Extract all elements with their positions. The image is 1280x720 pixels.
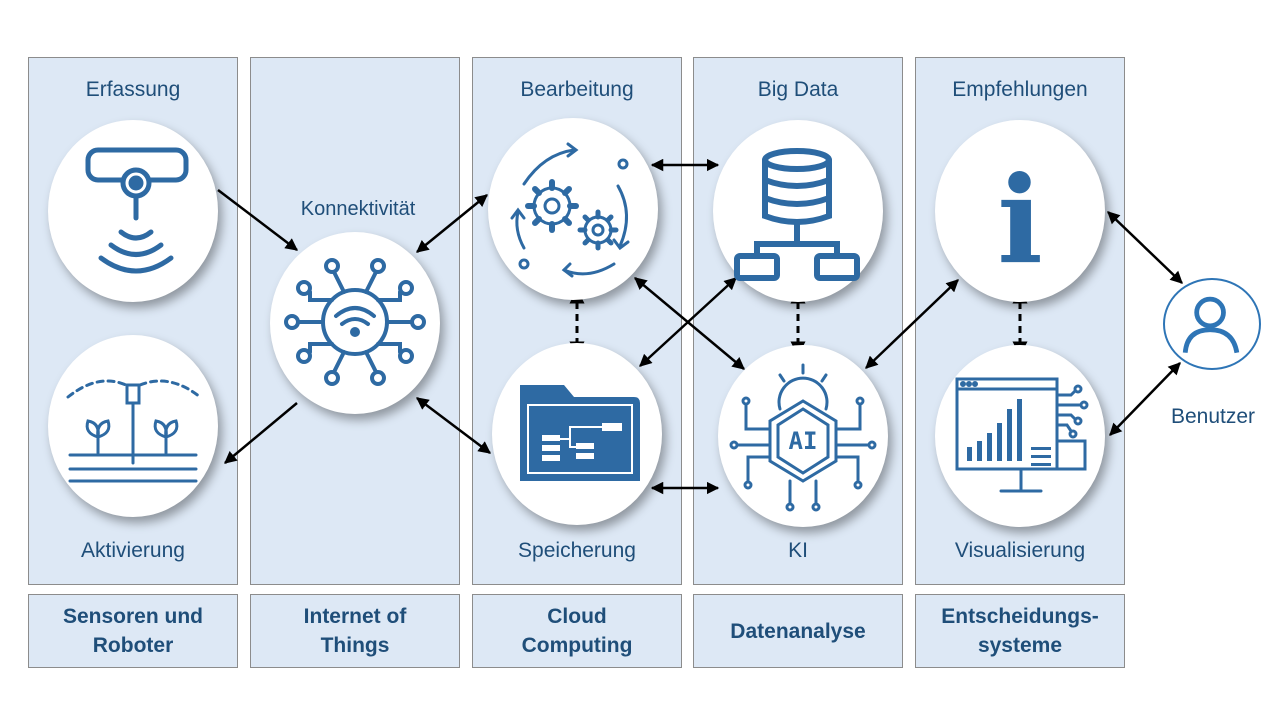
label-ki: KI (788, 539, 808, 562)
footer-cloud: Cloud Computing (472, 594, 682, 668)
dashboard-icon (955, 377, 1089, 493)
label-bearbeitung: Bearbeitung (520, 78, 634, 101)
irrigation-icon (66, 379, 202, 483)
sensor-icon (85, 147, 189, 274)
label-erfassung: Erfassung (85, 78, 181, 101)
node-benutzer (1163, 278, 1261, 370)
label-visualisierung: Visualisierung (954, 539, 1086, 562)
database-icon (734, 148, 860, 281)
ai-chip-icon: AI (729, 363, 877, 512)
footer-datenanalyse: Datenanalyse (693, 594, 903, 668)
gears-cycle-icon (510, 142, 630, 278)
node-bigdata (713, 120, 883, 302)
label-konnektivitaet: Konnektivität (300, 198, 416, 220)
user-icon (1182, 296, 1240, 354)
folder-icon (520, 385, 640, 481)
label-benutzer: Benutzer (1170, 405, 1256, 428)
label-speicherung: Speicherung (518, 539, 636, 562)
node-aktivierung (48, 335, 218, 517)
svg-text:i: i (997, 150, 1043, 291)
svg-text:AI: AI (789, 427, 818, 455)
node-bearbeitung (488, 118, 658, 300)
footer-entscheidung: Entscheidungs- systeme (915, 594, 1125, 668)
label-aktivierung: Aktivierung (81, 539, 185, 562)
iot-network-icon (284, 258, 426, 386)
node-speicherung (492, 343, 662, 525)
node-ki: AI (718, 345, 888, 527)
footer-sensoren: Sensoren und Roboter (28, 594, 238, 668)
node-visualisierung (935, 345, 1105, 527)
info-icon: i (997, 150, 1043, 291)
footer-iot: Internet of Things (250, 594, 460, 668)
node-erfassung (48, 120, 218, 302)
label-bigdata: Big Data (757, 78, 839, 101)
node-konnektivitaet (270, 232, 440, 414)
label-empfehlungen: Empfehlungen (952, 78, 1088, 101)
node-empfehlungen: i (935, 120, 1105, 302)
